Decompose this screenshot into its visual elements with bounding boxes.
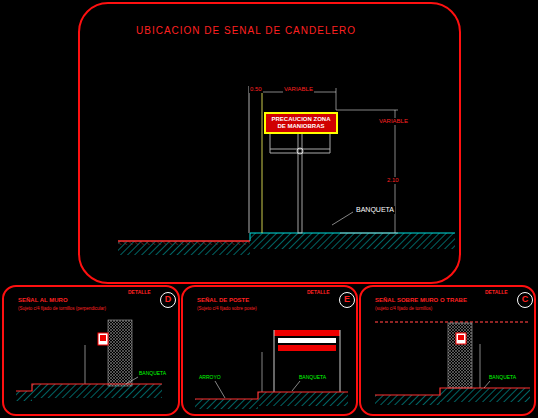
ground-label: BANQUETA [355,206,395,214]
dimension: VARIABLE [283,86,314,93]
detail-note: (Sujeto c/4 fijado sobre poste) [197,307,257,312]
detail-c-drawing [375,322,530,405]
ground-label: BANQUETA [298,375,327,381]
detail-tag: DETALLE [485,290,508,296]
detail-panel: DETALLE SEÑAL DE POSTE (Sujeto c/4 fijado … [181,285,358,416]
detail-title: SEÑAL DE POSTE [197,297,249,304]
detail-circle: E [339,292,355,308]
ground [118,233,455,255]
detail-panel: DETALLE SEÑAL SOBRE MURO O TRABE (sujeto c… [359,285,536,416]
detail-title: SEÑAL SOBRE MURO O TRABE [375,297,467,304]
dimension: 2.10 [386,177,400,184]
sign-post [270,132,330,233]
detail-circle: D [160,292,176,308]
main-panel: UBICACION DE SENAL DE CANDELERO PRECAUCIO… [78,2,461,284]
detail-panel: DETALLE SEÑAL AL MURO (Sujeto c/4 fijado d… [2,285,180,416]
detail-letter: E [344,295,350,305]
detail-letter: D [165,295,172,305]
dimension: 0.50 [249,86,263,93]
sign-board: PRECAUCION ZONA DE MANIOBRAS [264,112,338,134]
detail-note: (sujeto c/4 fijado de tornillos) [375,307,432,312]
detail-letter: C [522,295,529,305]
dimension-lines [249,88,398,233]
ground-label: BANQUETA [488,375,517,381]
detail-title: SEÑAL AL MURO [18,297,68,304]
detail-d-drawing [16,320,162,401]
ground-label: BANQUETA [138,371,167,377]
ground-label: ARROYO [198,375,222,381]
sign-text: PRECAUCION ZONA DE MANIOBRAS [266,115,336,130]
panel-title: UBICACION DE SENAL DE CANDELERO [136,25,356,36]
detail-tag: DETALLE [128,290,151,296]
dimension: VARIABLE [378,118,409,125]
detail-e-drawing [195,330,348,409]
detail-tag: DETALLE [307,290,330,296]
detail-note: (Sujeto c/4 fijado de tornillos (perpend… [18,307,106,312]
detail-circle: C [517,292,533,308]
